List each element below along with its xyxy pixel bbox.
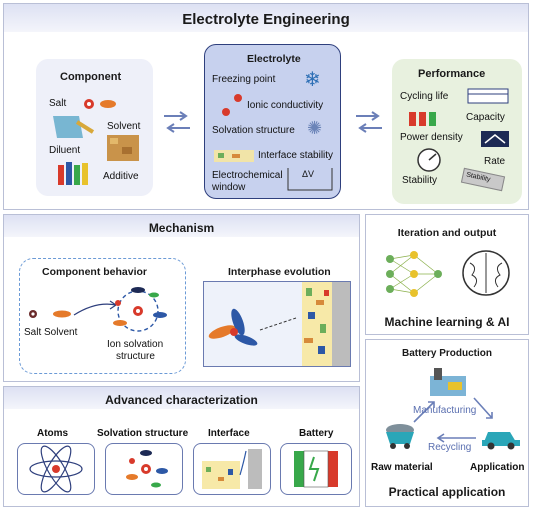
ion-solvation-label: Ion solvation bbox=[107, 339, 164, 350]
solvent-label: Solvent bbox=[107, 121, 141, 132]
salt-label: Salt bbox=[49, 98, 67, 109]
characterization-panel: Advanced characterization Atoms Solvatio… bbox=[3, 386, 360, 507]
solvation-char-box bbox=[105, 443, 183, 495]
characterization-band bbox=[4, 387, 359, 409]
interface-char-icon bbox=[202, 449, 262, 489]
practical-title: Practical application bbox=[388, 485, 506, 499]
crayons-icon bbox=[58, 162, 88, 185]
electrolyte-engineering-panel: Electrolyte Engineering Component Salt S… bbox=[3, 3, 529, 210]
manufacturing-label: Manufacturing bbox=[413, 405, 477, 416]
battery-production-title: Battery Production bbox=[401, 348, 492, 359]
page-title: Electrolyte Engineering bbox=[182, 11, 350, 28]
mechanism-title: Mechanism bbox=[148, 221, 215, 235]
electrochemical-label: Electrochemical bbox=[212, 170, 283, 181]
freezing-point-label: Freezing point bbox=[212, 74, 276, 85]
interphase-title: Interphase evolution bbox=[228, 266, 331, 278]
interface-strip-icon bbox=[214, 150, 254, 162]
electrolyte-card bbox=[204, 44, 341, 199]
component-behavior-title: Component behavior bbox=[42, 266, 148, 278]
atoms-label: Atoms bbox=[37, 428, 69, 439]
interphase-diagram bbox=[208, 282, 350, 366]
atom-icon bbox=[29, 445, 83, 493]
capacity-icon bbox=[467, 88, 509, 104]
diluent-label: Diluent bbox=[49, 145, 81, 156]
voltage-window-icon bbox=[287, 168, 333, 191]
performance-title: Performance bbox=[418, 68, 486, 80]
electrolyte-title: Electrolyte bbox=[247, 53, 301, 65]
window-label: window bbox=[212, 182, 246, 193]
solvation-char-label: Solvation structure bbox=[97, 428, 189, 439]
interface-char-label: Interface bbox=[208, 428, 250, 439]
brain-icon bbox=[462, 250, 510, 296]
stability-label: Stability bbox=[402, 175, 438, 186]
header-band bbox=[4, 4, 528, 32]
interface-stability-label: Interface stability bbox=[258, 150, 334, 161]
solvation-cluster-icon: ✺ bbox=[307, 118, 323, 138]
capacity-label: Capacity bbox=[466, 112, 505, 123]
battery-cell-icon bbox=[294, 450, 338, 488]
salt-solvent-label: Salt Solvent bbox=[24, 327, 78, 338]
additive-label: Additive bbox=[103, 171, 139, 182]
neural-network-icon bbox=[386, 251, 442, 297]
component-title: Component bbox=[60, 71, 122, 83]
ionic-conductivity-label: Ionic conductivity bbox=[247, 100, 324, 111]
battery-char-box bbox=[280, 443, 352, 495]
solvation-char-icon bbox=[126, 450, 168, 488]
practical-panel: Battery Production Manufacturing Recycli… bbox=[365, 339, 529, 507]
ore-cart-icon bbox=[386, 424, 414, 449]
texture-icon bbox=[107, 135, 139, 161]
iteration-title: Iteration and output bbox=[397, 227, 497, 239]
ml-title: Machine learning & AI bbox=[384, 315, 510, 329]
ions-icon bbox=[222, 94, 242, 116]
right-arrows bbox=[356, 111, 382, 133]
left-arrows bbox=[164, 111, 190, 133]
delta-v-label: ΔV bbox=[302, 169, 315, 179]
application-label: Application bbox=[470, 462, 525, 473]
salt-ions-icon bbox=[84, 99, 116, 109]
rate-label: Rate bbox=[484, 156, 506, 167]
characterization-title: Advanced characterization bbox=[105, 393, 258, 407]
factory-icon bbox=[430, 368, 466, 396]
component-behavior-box bbox=[19, 258, 186, 374]
ion-solvation-icon bbox=[113, 287, 167, 332]
speed-icon bbox=[481, 131, 509, 147]
mechanism-band bbox=[4, 215, 359, 237]
battery-char-label: Battery bbox=[299, 428, 334, 439]
gauge-icon bbox=[417, 148, 441, 172]
recycling-label: Recycling bbox=[428, 442, 472, 453]
cycle-arrows bbox=[413, 397, 493, 443]
snowflake-icon: ❄ bbox=[304, 69, 321, 91]
ion-structure-label: structure bbox=[116, 351, 155, 362]
raw-material-label: Raw material bbox=[371, 462, 433, 473]
atoms-box bbox=[17, 443, 95, 495]
interface-char-box bbox=[193, 443, 271, 495]
cycling-life-label: Cycling life bbox=[400, 91, 449, 102]
solvation-structure-label: Solvation structure bbox=[212, 125, 295, 136]
beaker-icon bbox=[53, 116, 95, 138]
ml-panel: Iteration and output Machine learning & … bbox=[365, 214, 529, 335]
salt-solvent-icon bbox=[29, 310, 71, 318]
battery-bars-icon bbox=[409, 112, 436, 126]
mechanism-panel: Mechanism Component behavior Salt Solven… bbox=[3, 214, 360, 382]
car-icon bbox=[482, 432, 520, 450]
power-density-label: Power density bbox=[400, 132, 463, 143]
